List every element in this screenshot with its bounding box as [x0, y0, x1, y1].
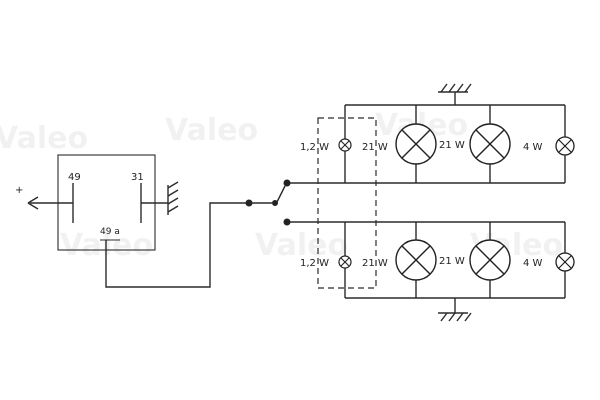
- bottom-indicator-lamp-icon: [338, 255, 352, 269]
- top-mid-watt-label: 21 W: [439, 140, 465, 151]
- switch-left-contact: [283, 179, 291, 187]
- watermark-logo: Valeo Valeo Valeo Valeo Valeo Valeo: [0, 108, 563, 263]
- top-rear-lamp-icon: [469, 123, 511, 165]
- pin-49a-label: 49 a: [100, 227, 120, 237]
- svg-text:Valeo: Valeo: [165, 113, 258, 148]
- switch-arm: [276, 185, 286, 203]
- bottom-side-lamp-icon: [555, 252, 575, 272]
- bottom-indicator-watt-label: 1,2 W: [300, 258, 329, 269]
- top-ground-icon: [438, 83, 472, 93]
- bottom-lamp-group: 1,2 W 21 W 21 W 4 W: [300, 222, 575, 322]
- relay-ground-icon: [167, 181, 179, 215]
- pin-49-label: 49: [68, 172, 81, 183]
- bottom-rear-lamp-icon: [469, 239, 511, 281]
- top-indicator-watt-label: 1,2 W: [300, 142, 329, 153]
- top-front-lamp-icon: [395, 123, 437, 165]
- bottom-indicator-side-label: 21 W: [362, 258, 388, 269]
- top-indicator-lamp-icon: [338, 138, 352, 152]
- svg-text:Valeo: Valeo: [0, 121, 88, 156]
- bottom-side-watt-label: 4 W: [523, 258, 543, 269]
- bottom-front-lamp-icon: [395, 239, 437, 281]
- plus-symbol: +: [15, 185, 23, 196]
- bottom-mid-watt-label: 21 W: [439, 256, 465, 267]
- switch-right-contact: [283, 218, 291, 226]
- pin-49a-wire: [105, 202, 248, 288]
- flasher-relay: 49 31 49 a +: [15, 154, 179, 251]
- top-side-lamp-icon: [555, 136, 575, 156]
- direction-switch: [245, 179, 291, 226]
- top-lamp-group: 1,2 W 21 W 21 W 4 W: [300, 83, 575, 183]
- pin-31-label: 31: [131, 172, 144, 183]
- bottom-ground-icon: [438, 312, 472, 322]
- svg-text:Valeo: Valeo: [255, 228, 348, 263]
- supply-arrow-head-b: [27, 202, 39, 210]
- top-indicator-side-label: 21 W: [362, 142, 388, 153]
- supply-arrow-head-a: [27, 196, 39, 204]
- indicator-enclosure: [317, 117, 377, 289]
- top-side-watt-label: 4 W: [523, 142, 543, 153]
